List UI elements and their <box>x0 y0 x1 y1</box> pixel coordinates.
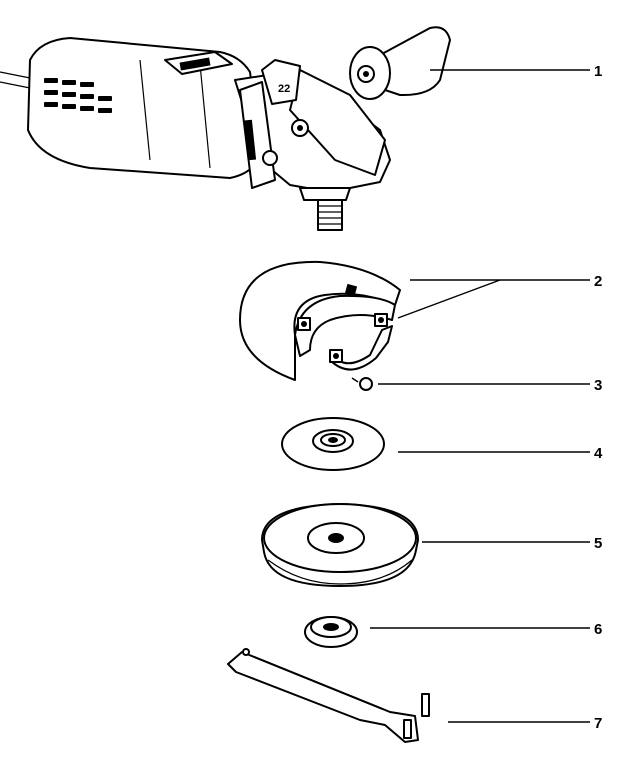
leader-lines <box>370 69 590 723</box>
callout-2: 2 <box>594 273 602 290</box>
part-2-wheel-guard <box>239 260 401 381</box>
callout-3: 3 <box>594 377 602 394</box>
callout-5: 5 <box>594 535 602 552</box>
callout-4: 4 <box>594 445 603 462</box>
part-1-grip-handle <box>349 26 451 100</box>
callout-7: 7 <box>594 715 602 732</box>
callout-6: 6 <box>594 621 602 638</box>
callout-1: 1 <box>594 63 602 80</box>
angle-grinder-body: 22 <box>0 37 391 231</box>
svg-text:22: 22 <box>278 83 290 95</box>
part-6-clamp-nut <box>304 616 358 648</box>
callout-numbers: 1 2 3 4 5 6 7 <box>594 63 603 732</box>
part-7-spanner-wrench <box>227 648 430 743</box>
part-5-grinding-wheel <box>261 503 419 587</box>
leader-line-2b <box>397 279 501 319</box>
part-4-backing-flange <box>281 417 385 471</box>
part-3-guard-screw <box>351 377 373 391</box>
